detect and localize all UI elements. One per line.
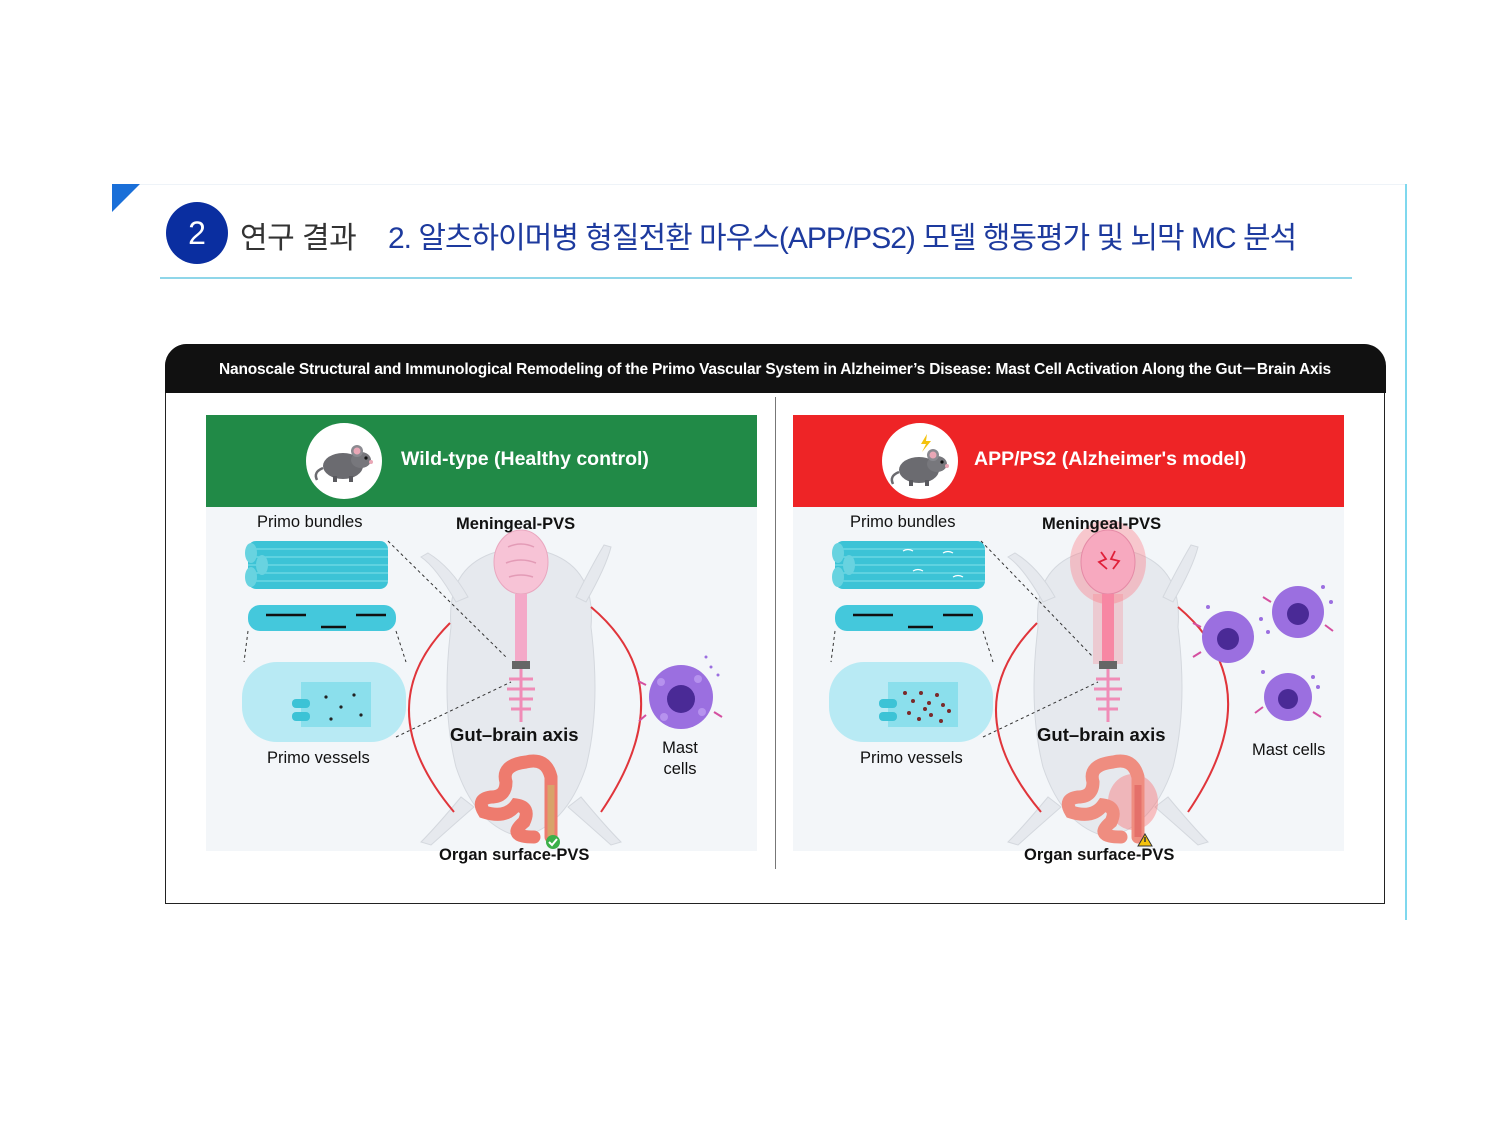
label-gut-brain-axis: Gut–brain axis [450, 724, 579, 745]
section-number-badge: 2 [166, 202, 228, 264]
panel-title: Wild-type (Healthy control) [401, 448, 649, 470]
mouse-lightning-icon [890, 434, 949, 486]
label-primo-bundles: Primo bundles [257, 513, 363, 531]
label-meningeal-pvs: Meningeal-PVS [456, 515, 576, 533]
primo-node-graphic [835, 605, 983, 631]
mast-cells-graphic [1192, 585, 1334, 721]
header-rule [160, 277, 1352, 279]
top-border [140, 184, 1406, 185]
label-primo-vessels: Primo vessels [860, 749, 963, 767]
panel-app-ps2: APP/PS2 (Alzheimer's model) [793, 415, 1344, 864]
panel-title: APP/PS2 (Alzheimer's model) [974, 448, 1247, 470]
label-mast-cells: Mast cells [1252, 741, 1326, 759]
label-cells: cells [663, 760, 697, 778]
figure-frame: Nanoscale Structural and Immunological R… [164, 343, 1386, 904]
app-ps2-illustration [829, 520, 1334, 847]
spinal-cord [1102, 594, 1114, 664]
figure-title: Nanoscale Structural and Immunological R… [164, 343, 1386, 393]
brain [493, 529, 549, 595]
primo-node-graphic [248, 605, 396, 631]
panel-header: Wild-type (Healthy control) [206, 415, 757, 507]
section-title: 2. 알츠하이머병 형질전환 마우스(APP/PS2) 모델 행동평가 및 뇌막… [388, 222, 1297, 255]
label-primo-vessels: Primo vessels [267, 749, 370, 767]
panel-divider [775, 397, 776, 869]
wild-type-illustration [242, 529, 723, 849]
primo-bundles-graphic [832, 541, 985, 589]
label-primo-bundles: Primo bundles [850, 513, 956, 531]
label-organ-surface-pvs: Organ surface-PVS [1024, 846, 1175, 864]
check-icon [546, 835, 560, 849]
corner-accent [112, 184, 140, 212]
panel-wild-type: Wild-type (Healthy control) [206, 415, 757, 864]
right-border [1405, 184, 1407, 920]
panel-header: APP/PS2 (Alzheimer's model) [793, 415, 1344, 507]
label-mast: Mast [662, 739, 698, 757]
mouse-avatar [882, 423, 958, 499]
mast-cell-graphic [637, 655, 723, 729]
brain [1080, 529, 1136, 595]
mouse-avatar [306, 423, 382, 499]
spinal-cord [515, 594, 527, 664]
mouse-icon [314, 445, 373, 482]
label-organ-surface-pvs: Organ surface-PVS [439, 846, 590, 864]
primo-vessel-graphic [829, 662, 993, 742]
primo-vessel-graphic [242, 662, 406, 742]
primo-bundles-graphic [245, 541, 388, 589]
label-meningeal-pvs: Meningeal-PVS [1042, 515, 1162, 533]
section-label: 연구 결과 [240, 222, 357, 255]
label-gut-brain-axis: Gut–brain axis [1037, 724, 1166, 745]
